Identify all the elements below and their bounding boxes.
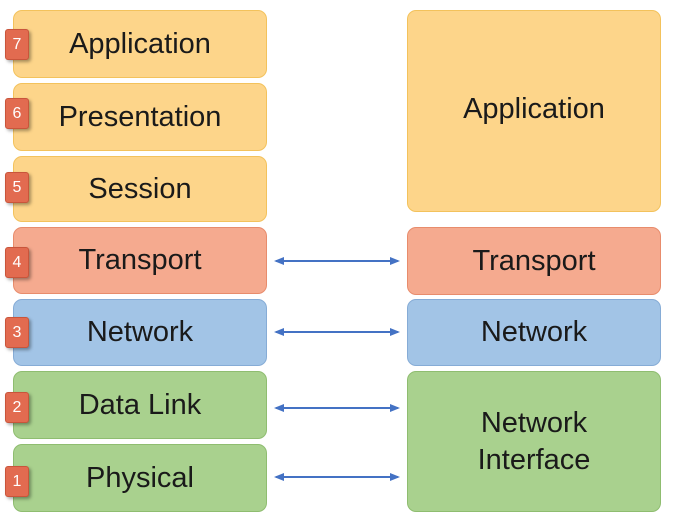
- tcpip-layer-transport: Transport: [407, 227, 661, 295]
- layer-number-badge-6: 6: [5, 98, 29, 129]
- osi-layer-presentation-label: Presentation: [58, 100, 222, 133]
- osi-layer-physical-label: Physical: [86, 461, 194, 494]
- osi-layer-network-label: Network: [86, 316, 194, 349]
- layer-number-badge-7: 7: [5, 29, 29, 60]
- osi-layer-session-label: Session: [88, 172, 192, 205]
- osi-layer-transport: Transport: [13, 227, 267, 294]
- osi-layer-physical: Physical: [13, 444, 267, 512]
- layer-number-badge-4: 4: [5, 247, 29, 278]
- tcpip-layer-application-label: Application: [463, 93, 605, 125]
- tcpip-layer-transport-label: Transport: [472, 244, 596, 277]
- layer-number-badge-2: 2: [5, 392, 29, 423]
- osi-layer-application: Application: [13, 10, 267, 78]
- tcpip-layer-network-interface-label: Network Interface: [477, 407, 591, 476]
- osi-layer-network: Network: [13, 299, 267, 366]
- osi-layer-data-link-label: Data Link: [78, 388, 202, 421]
- osi-layer-application-label: Application: [69, 27, 211, 60]
- layer-number-badge-5: 5: [5, 172, 29, 203]
- osi-layer-session: Session: [13, 156, 267, 222]
- osi-layer-transport-label: Transport: [78, 244, 202, 277]
- tcpip-layer-network-label: Network: [480, 316, 588, 349]
- layer-number-badge-1: 1: [5, 466, 29, 497]
- osi-layer-presentation: Presentation: [13, 83, 267, 151]
- layer-number-badge-3: 3: [5, 317, 29, 348]
- tcpip-layer-network: Network: [407, 299, 661, 366]
- osi-layer-data-link: Data Link: [13, 371, 267, 439]
- tcpip-layer-application: Application: [407, 10, 661, 212]
- tcpip-layer-network-interface: Network Interface: [407, 371, 661, 512]
